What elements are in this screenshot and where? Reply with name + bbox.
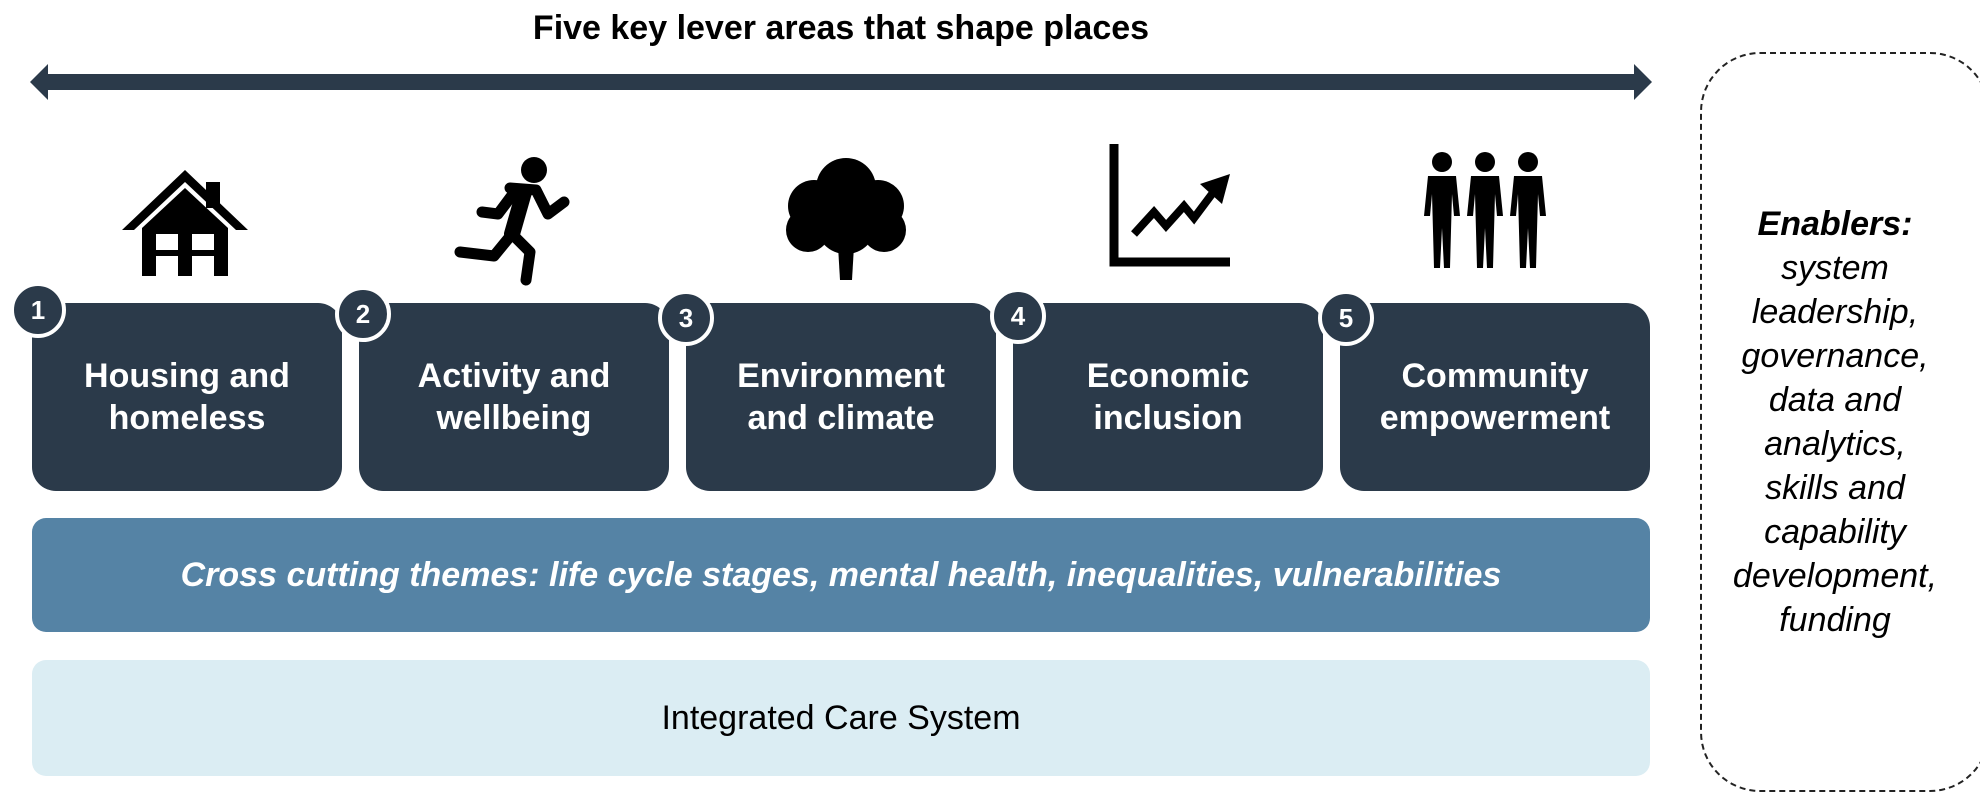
lever-label: Housing and homeless [84, 357, 290, 437]
lever-label: Community empowerment [1379, 357, 1611, 437]
lever-box-environment: Environment and climate [686, 303, 996, 491]
rising-chart-icon [1108, 144, 1234, 268]
enablers-title: Enablers: [1757, 205, 1913, 243]
running-person-icon [452, 156, 570, 286]
cross-cutting-themes-band: Cross cutting themes: life cycle stages,… [32, 518, 1650, 632]
lever-number-badge: 4 [990, 288, 1046, 344]
lever-number-badge: 1 [10, 282, 66, 338]
enablers-list: system leadership, governance, data and … [1732, 249, 1938, 639]
lever-box-economic: Economic inclusion [1013, 303, 1323, 491]
lever-label: Environment and climate [737, 357, 945, 437]
lever-box-housing: Housing and homeless [32, 303, 342, 491]
lever-box-community: Community empowerment [1340, 303, 1650, 491]
house-icon [122, 168, 248, 278]
lever-number-badge: 3 [658, 290, 714, 346]
integrated-care-system-band: Integrated Care System [32, 660, 1650, 776]
lever-box-activity: Activity and wellbeing [359, 303, 669, 491]
lever-label: Activity and wellbeing [417, 357, 611, 437]
diagram-title: Five key lever areas that shape places [532, 8, 1150, 47]
enablers-panel: Enablers: system leadership, governance,… [1700, 52, 1980, 792]
people-group-icon [1420, 152, 1550, 270]
lever-number-badge: 5 [1318, 290, 1374, 346]
lever-number-badge: 2 [335, 286, 391, 342]
tree-icon [784, 154, 908, 284]
double-headed-arrow [30, 64, 1652, 100]
lever-label: Economic inclusion [1086, 357, 1250, 437]
